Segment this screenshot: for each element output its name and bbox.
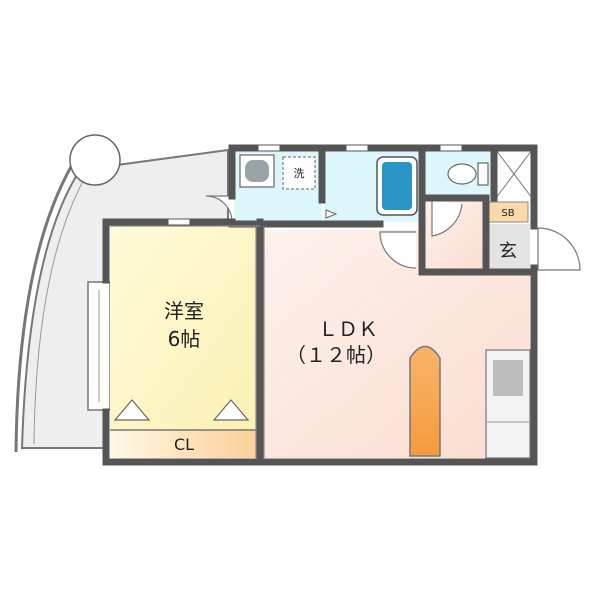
laundry-label: 洗 [294, 167, 305, 180]
door-swing-ldk [379, 231, 417, 269]
balcony-rail-inner [33, 171, 89, 445]
closet-door-right [212, 399, 250, 421]
door-swing-toilet [431, 200, 463, 237]
laundry-space [282, 156, 316, 190]
washbasin-bowl [245, 160, 269, 182]
sink-icon [493, 360, 523, 396]
western-room [110, 224, 260, 430]
door-swing-washroom [205, 195, 233, 223]
storage-cross-line-2 [495, 149, 533, 199]
top-windows [167, 144, 463, 226]
outdoor-unit-circle [69, 134, 121, 186]
western-room-size: 6帖 [168, 327, 201, 351]
balcony [20, 148, 229, 449]
bathtub-water [382, 162, 412, 210]
closet-door-left [113, 399, 151, 421]
closet [110, 430, 260, 458]
toilet-bowl-icon [447, 163, 477, 185]
toilet-tank-icon [477, 162, 489, 186]
western-room-name: 洋室 [164, 299, 204, 323]
entrance [486, 224, 530, 270]
shoe-box-label: SB [501, 208, 514, 219]
kitchen-counter [409, 345, 441, 457]
walls [102, 144, 538, 466]
ldk-size: （１２帖） [286, 343, 386, 367]
ldk-name: ＬＤＫ [318, 317, 378, 341]
balcony-rail [14, 164, 74, 453]
door-swing-entrance [537, 227, 581, 271]
closet-label: CL [174, 435, 194, 454]
thin-lines [110, 225, 265, 458]
sliding-door-arrow [325, 209, 338, 219]
entrance-label: 玄 [499, 241, 517, 262]
